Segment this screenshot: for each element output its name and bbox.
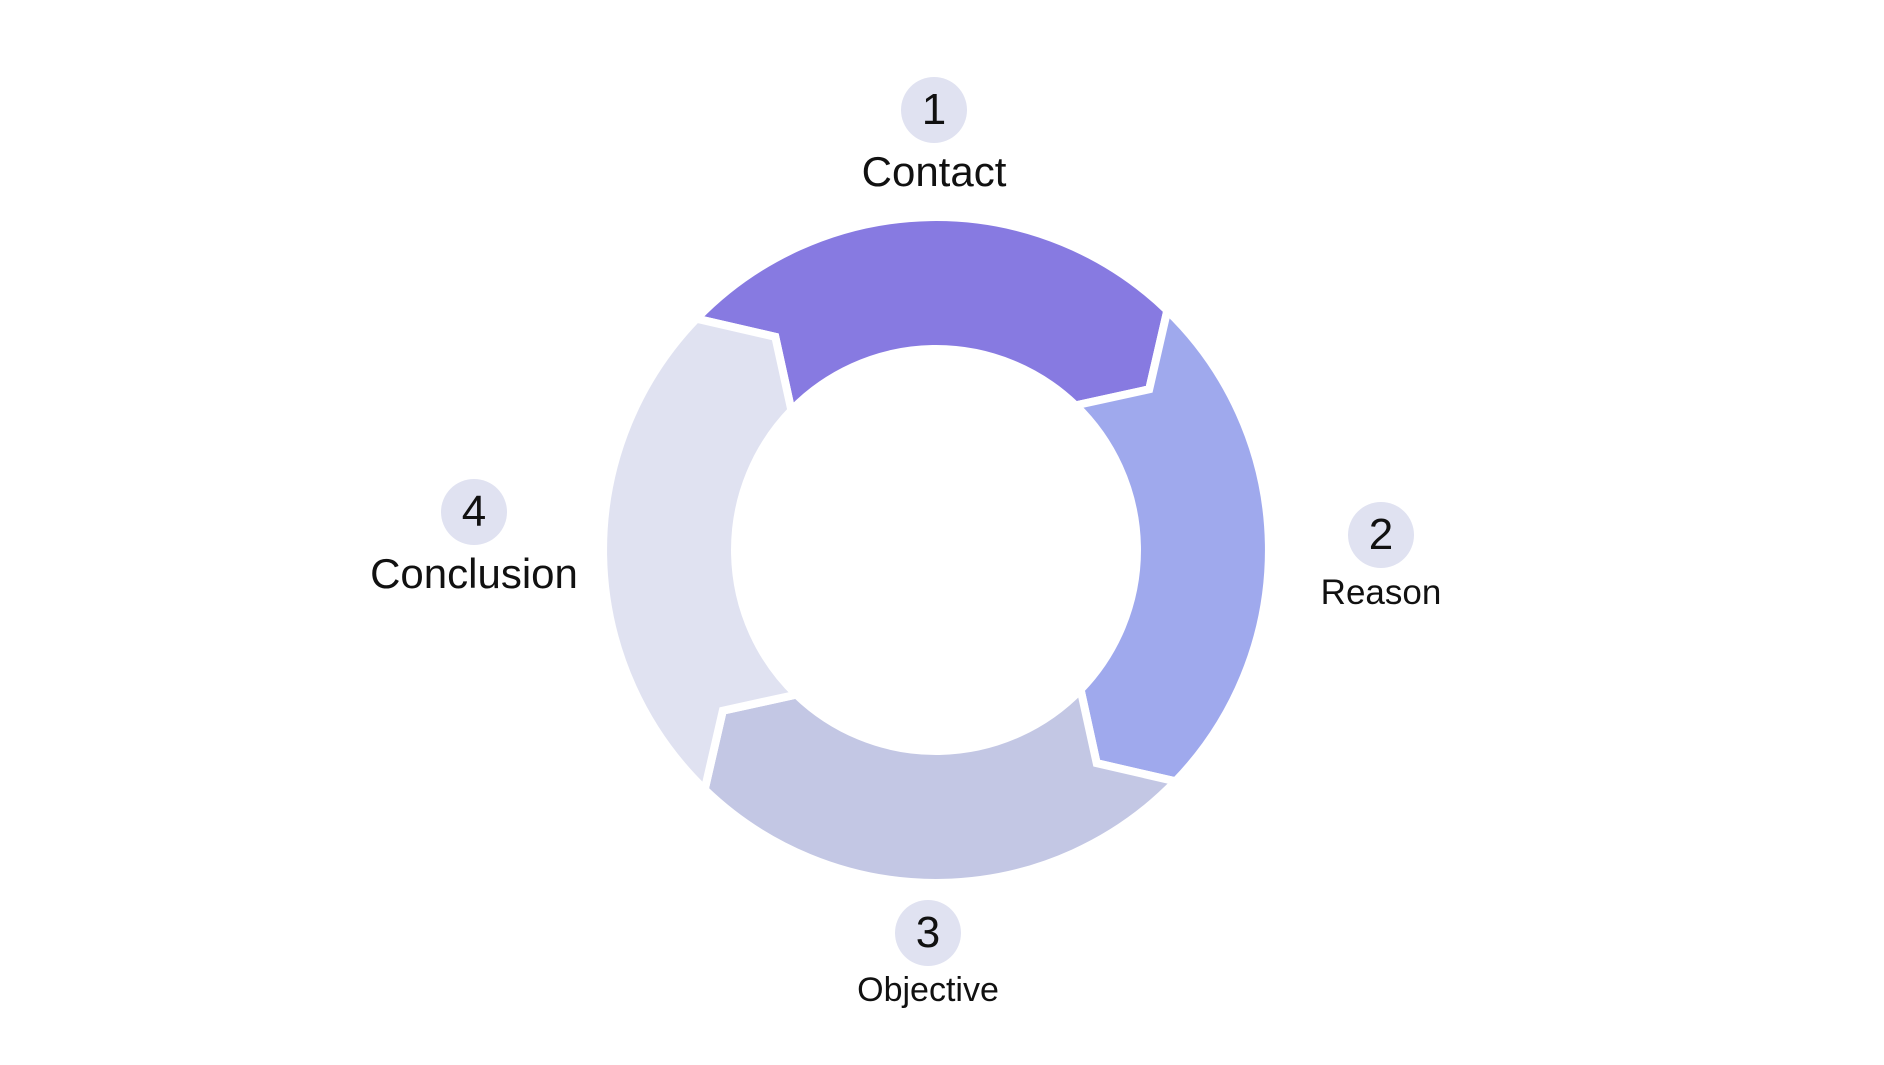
cycle-arrow-segment-3 — [700, 681, 1184, 887]
step-1: 1 Contact — [862, 77, 1006, 195]
step-4: 4 Conclusion — [362, 479, 586, 597]
step-2-number-badge: 2 — [1348, 502, 1414, 568]
step-3-number-badge: 3 — [895, 900, 961, 966]
step-1-number-badge: 1 — [901, 77, 967, 143]
cycle-arrow-segment-2 — [1067, 302, 1273, 786]
step-4-number-badge: 4 — [441, 479, 507, 545]
cycle-arrow-segment-1 — [688, 213, 1172, 419]
step-2-label: Reason — [1320, 573, 1442, 612]
step-3-label: Objective — [857, 971, 999, 1009]
step-2: 2 Reason — [1316, 502, 1446, 613]
step-1-label: Contact — [861, 148, 1007, 195]
step-4-label: Conclusion — [370, 550, 578, 597]
cycle-arrow-segment-4 — [599, 314, 805, 798]
step-3: 3 Objective — [850, 900, 1006, 1009]
